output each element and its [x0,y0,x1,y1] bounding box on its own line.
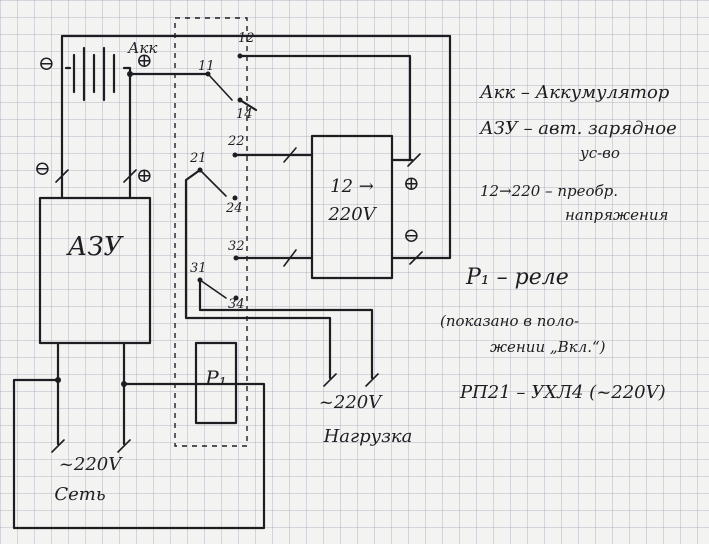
inverter-minus-terminal [409,251,423,265]
legend-line-5b: жении „Вкл.“) [490,338,606,356]
legend-line-5a: (показано в поло- [440,312,579,330]
contact-12: 12 [238,31,255,46]
mains-voltage: ~220V [59,454,123,475]
charger-minus-terminal [55,169,69,183]
junction-battery-plus [127,71,133,77]
battery [64,46,132,102]
contact-21: 21 [189,151,207,166]
load-terminal-left [323,373,337,387]
relay-contact-3 [197,249,374,380]
battery-label: Акк [127,39,157,57]
battery-plus-symbol: ⊕ [136,48,153,72]
contact-24: 24 [225,201,243,216]
charger-minus-symbol: ⊖ [34,156,51,180]
battery-minus-symbol: ⊖ [38,51,55,75]
contact-31: 31 [190,261,207,276]
contact-14: 14 [236,107,253,122]
inverter-minus-symbol: ⊖ [403,223,420,247]
relay-label: P₁ [204,366,226,390]
mains-terminal-right [117,439,131,453]
legend-line-6: РП21 – УХЛ4 (~220V) [459,382,666,403]
wire-contact12-to-inverter-plus [238,54,412,162]
load-voltage: ~220V [319,392,383,413]
relay-contact-1 [205,53,258,112]
inverter-label-top: 12 → [330,176,374,197]
legend-line-3b: напряжения [565,206,668,224]
inverter-box [310,134,394,280]
charger-plus-terminal [123,169,137,183]
contact-34: 34 [228,297,245,312]
inverter-plus-symbol: ⊕ [403,171,420,195]
contact-32: 32 [228,239,245,254]
contact-22: 22 [227,134,245,149]
wire-relay-coil-loop [12,378,266,530]
relay-contact-2 [184,147,332,380]
legend-line-2b: ус-во [579,144,620,162]
legend-line-4: P₁ – реле [465,265,569,290]
charger-plus-symbol: ⊕ [136,163,153,187]
load-terminal-right [365,373,379,387]
inverter-label-bottom: 220V [327,204,377,225]
charger-label: АЗУ [66,232,125,262]
wire-top-loop [60,34,452,260]
relay-coil-box [194,341,238,425]
load-label: Нагрузка [323,426,413,447]
inverter-plus-terminal [407,153,421,167]
legend-line-3a: 12→220 – преобр. [480,182,618,200]
mains-label: Сеть [54,484,105,505]
legend-line-2a: АЗУ – авт. зарядное [478,118,677,139]
mains-terminal-left [51,439,65,453]
contact-11: 11 [198,59,215,74]
legend-line-1: Акк – Аккумулятор [478,82,670,103]
charger-box [38,196,152,345]
